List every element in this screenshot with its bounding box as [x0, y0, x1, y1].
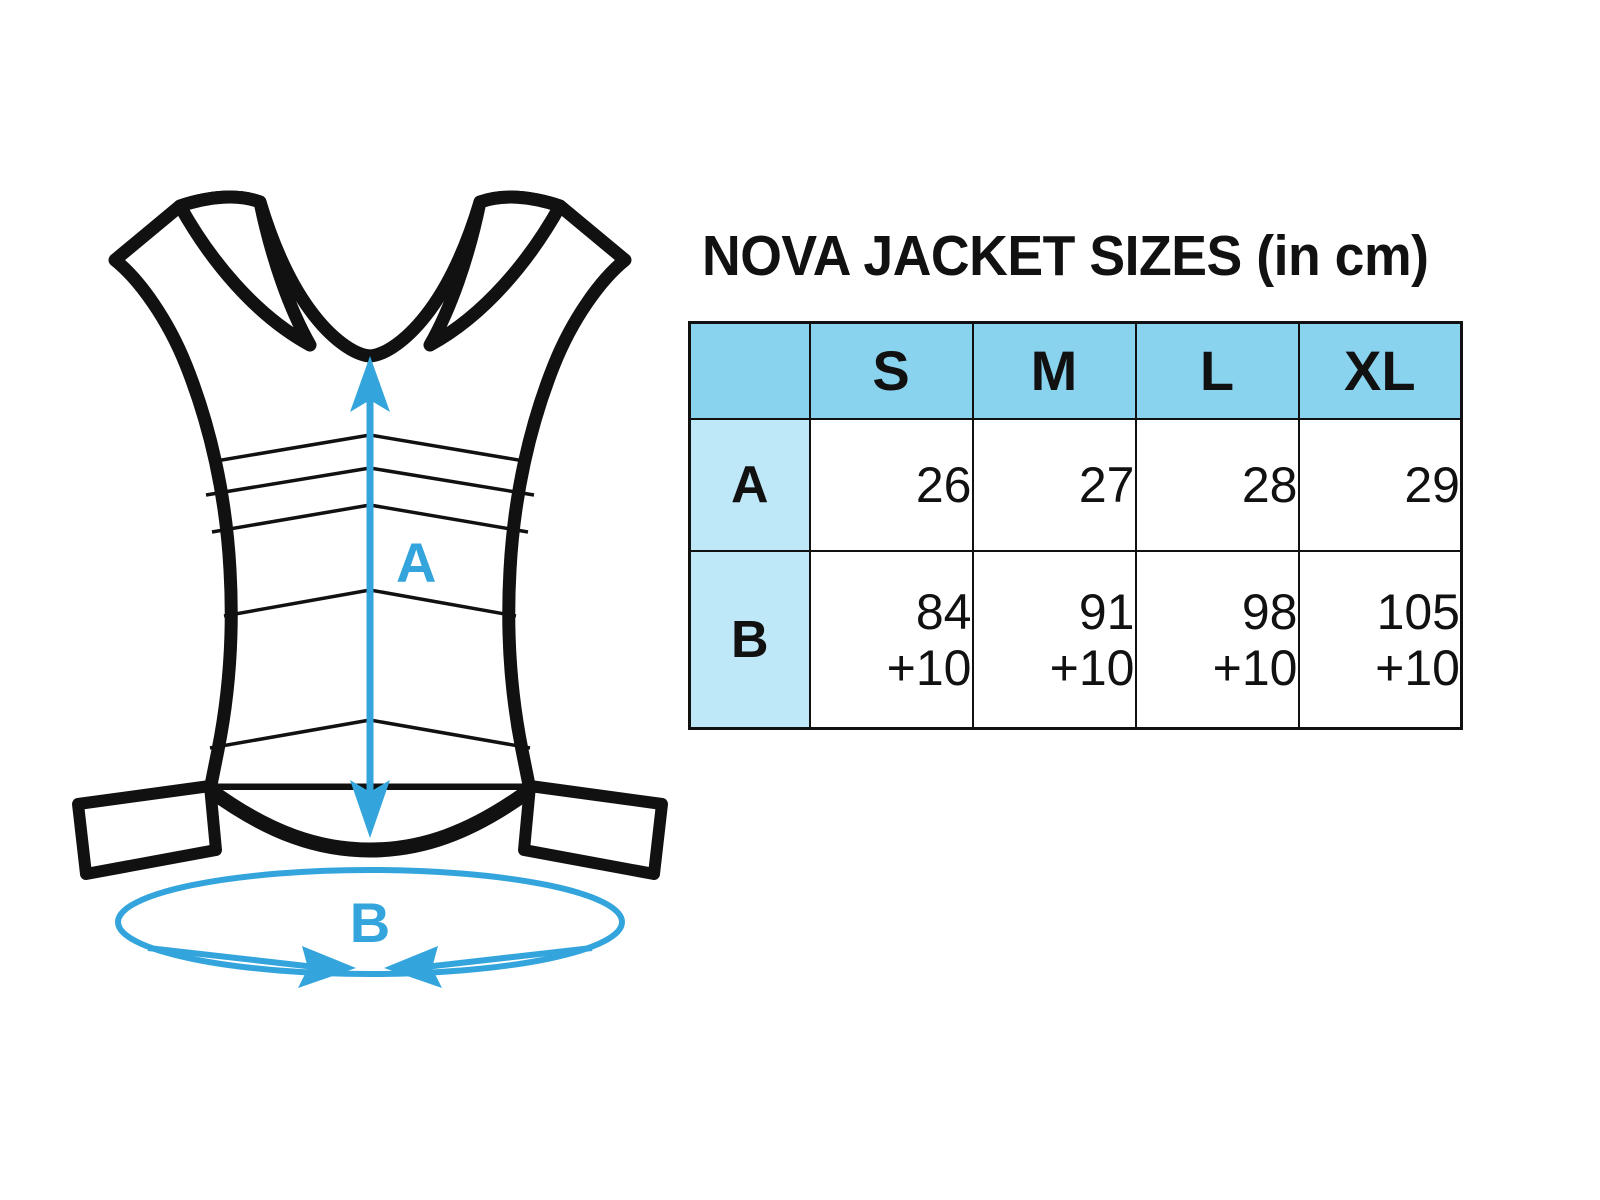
- table-row: A 26 27 28 29: [688, 418, 1463, 552]
- cell-a-l: 28: [1134, 418, 1300, 552]
- row-label-a: A: [688, 418, 811, 552]
- cell-b-s: 84 +10: [808, 550, 974, 730]
- girth-ellipse-icon: [115, 867, 625, 977]
- column-header-s: S: [808, 321, 974, 420]
- right-shoulder-edge: [557, 203, 628, 263]
- size-table: S M L XL A 26 27 28 29 B 84 +10 91 +10 9…: [688, 321, 1463, 730]
- garment-illustration: A B: [60, 150, 680, 1010]
- size-panel: NOVA JACKET SIZES (in cm) S M L XL A 26 …: [688, 228, 1478, 730]
- right-shoulder-strap: [423, 190, 567, 352]
- cell-a-xl: 29: [1297, 418, 1463, 552]
- arrowhead-right-icon: [298, 946, 356, 988]
- table-corner-cell: [688, 321, 811, 420]
- left-shoulder-strap: [173, 190, 317, 352]
- right-waist-tab: [518, 780, 668, 880]
- page-title: NOVA JACKET SIZES (in cm): [702, 224, 1429, 288]
- arrowhead-up-icon: [350, 356, 390, 412]
- cell-b-l: 98 +10: [1134, 550, 1300, 730]
- measurement-a-arrow: [350, 356, 390, 838]
- column-header-l: L: [1134, 321, 1300, 420]
- arrowhead-down-icon: [350, 780, 390, 838]
- arrowhead-left-icon: [384, 946, 442, 988]
- measurement-b-girth: [115, 867, 625, 988]
- column-header-m: M: [971, 321, 1137, 420]
- cell-b-m: 91 +10: [971, 550, 1137, 730]
- row-label-b: B: [688, 550, 811, 730]
- cell-a-s: 26: [808, 418, 974, 552]
- cell-a-m: 27: [971, 418, 1137, 552]
- cell-b-xl: 105 +10: [1297, 550, 1463, 730]
- column-header-xl: XL: [1297, 321, 1463, 420]
- measurement-b-label: B: [350, 891, 390, 954]
- table-row: B 84 +10 91 +10 98 +10 105 +10: [688, 550, 1463, 730]
- left-shoulder-edge: [112, 203, 183, 263]
- left-waist-tab: [72, 780, 222, 880]
- measurement-a-label: A: [396, 531, 436, 594]
- table-header-row: S M L XL: [688, 321, 1463, 420]
